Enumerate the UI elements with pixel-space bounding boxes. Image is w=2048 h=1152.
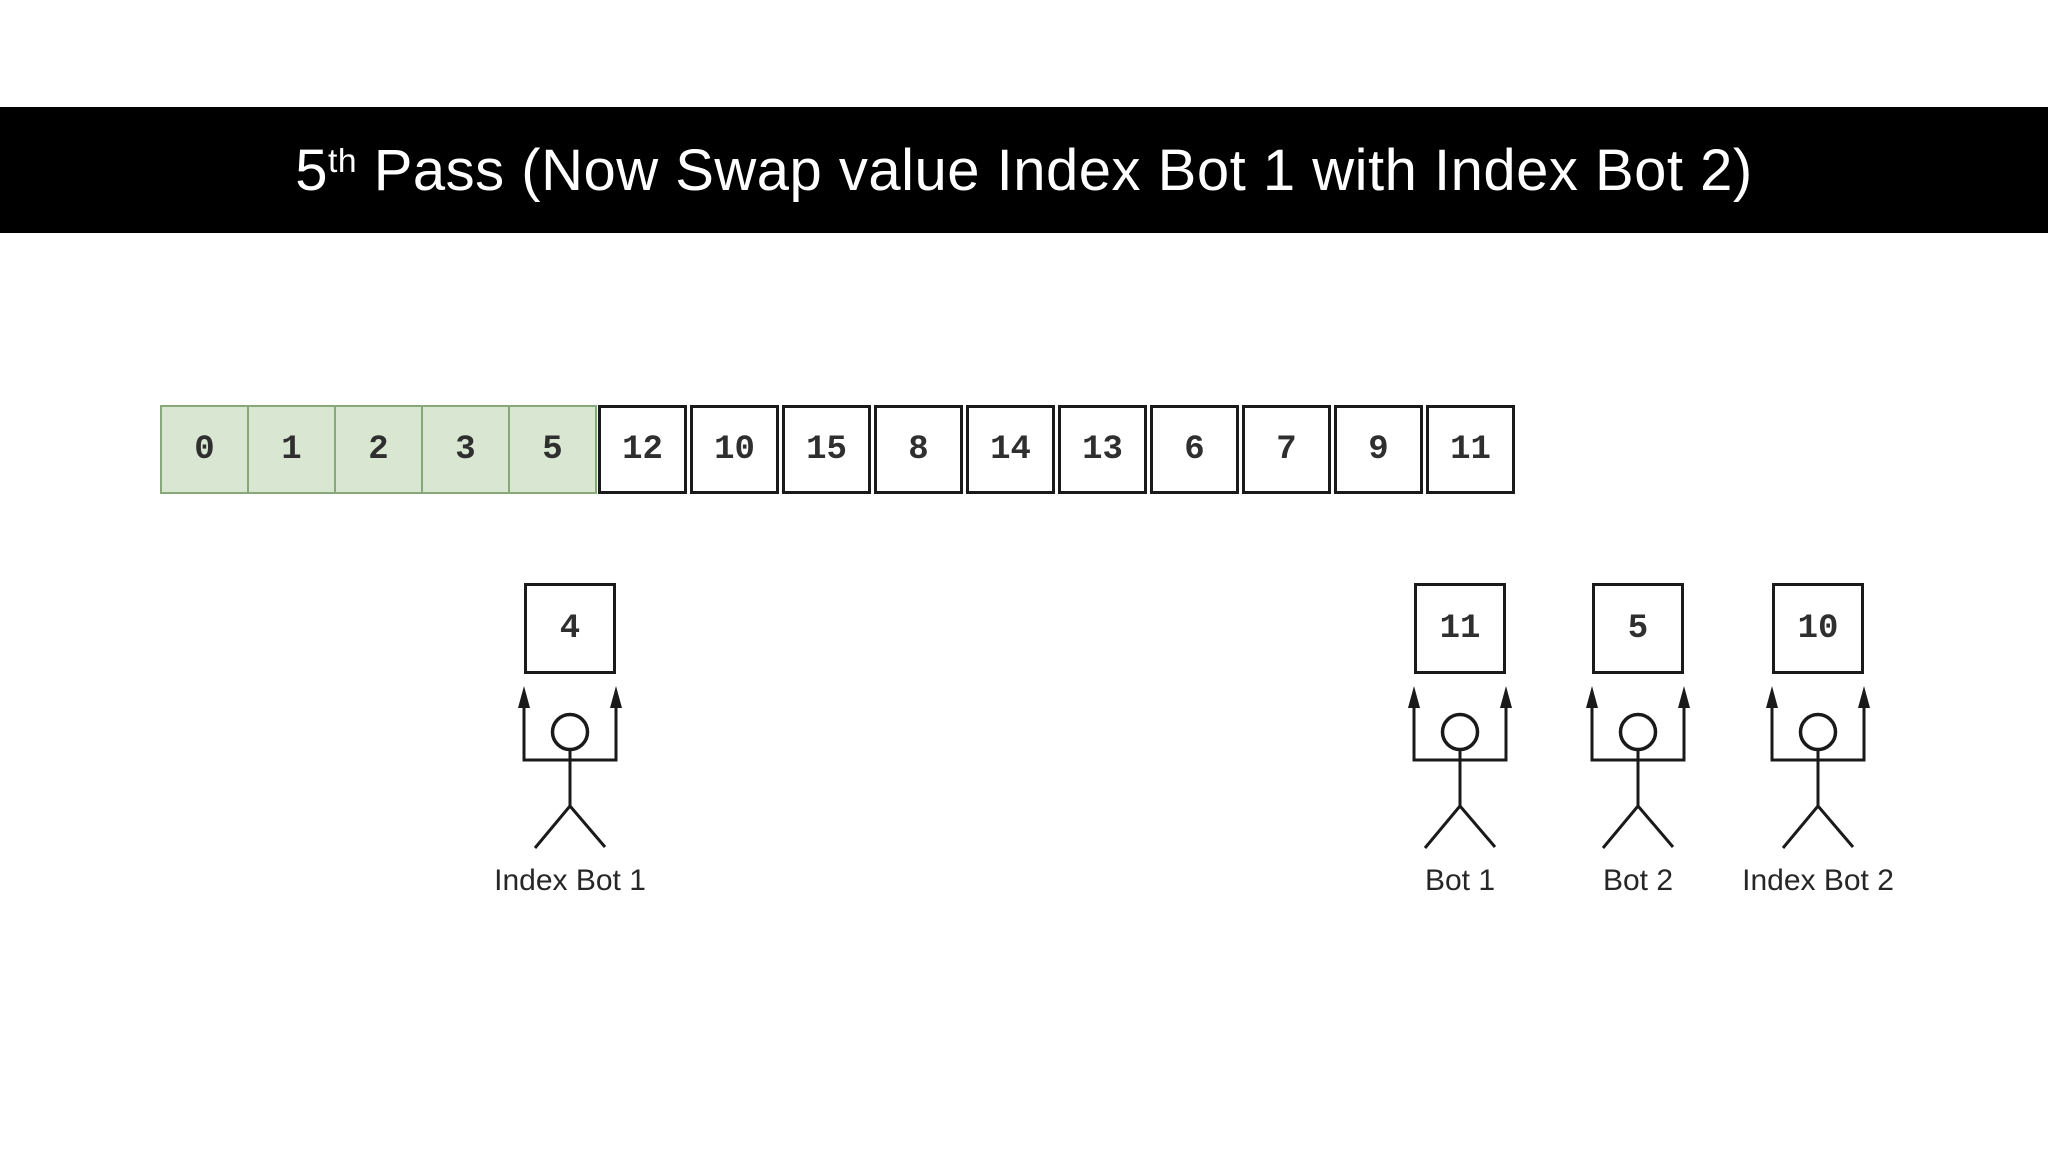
array-cell: 0 <box>160 405 249 494</box>
held-value-box: 4 <box>524 583 616 674</box>
array-row: 0 1 2 3 5 12 10 15 8 14 13 6 7 9 11 <box>160 405 1515 494</box>
held-value: 5 <box>1627 609 1649 648</box>
title-text: Pass (Now Swap value Index Bot 1 with In… <box>357 137 1753 203</box>
arrow-up-icon <box>1500 686 1512 708</box>
array-cell-value: 11 <box>1450 430 1491 469</box>
arrow-up-icon <box>1678 686 1690 708</box>
held-value: 4 <box>559 609 581 648</box>
arrow-up-icon <box>518 686 530 708</box>
bot-label: Bot 2 <box>1602 864 1674 897</box>
held-value-box: 5 <box>1592 583 1684 674</box>
array-cell: 10 <box>690 405 779 494</box>
held-value: 10 <box>1797 609 1839 648</box>
array-cell-value: 0 <box>194 430 215 469</box>
array-cell-value: 14 <box>990 430 1031 469</box>
bot-figure-icon <box>1586 686 1690 849</box>
held-value: 11 <box>1439 609 1481 648</box>
bot-figure-icon <box>518 686 622 849</box>
bot-label: Bot 1 <box>1424 864 1496 897</box>
array-cell: 14 <box>966 405 1055 494</box>
array-cell: 7 <box>1242 405 1331 494</box>
bot-label: Index Bot 2 <box>1742 864 1894 897</box>
arrow-up-icon <box>1586 686 1598 708</box>
array-cell-value: 2 <box>368 430 389 469</box>
bot-figure-icon <box>1766 686 1870 849</box>
array-cell-value: 13 <box>1082 430 1123 469</box>
array-cell: 13 <box>1058 405 1147 494</box>
title-pass-number: 5 <box>295 137 329 203</box>
array-cell-value: 8 <box>908 430 929 469</box>
arrow-up-icon <box>610 686 622 708</box>
array-cell: 1 <box>247 405 336 494</box>
array-cell-value: 15 <box>806 430 847 469</box>
held-value-box: 11 <box>1414 583 1506 674</box>
array-cell-value: 12 <box>622 430 663 469</box>
bot-group-index-bot-1: 4 Index Bot 1 <box>494 583 646 903</box>
array-cell: 9 <box>1334 405 1423 494</box>
arrow-up-icon <box>1766 686 1778 708</box>
array-cell: 5 <box>508 405 597 494</box>
array-cell-value: 7 <box>1276 430 1297 469</box>
bot-group-bot-2: 5 Bot 2 <box>1585 583 1691 903</box>
array-cell-value: 9 <box>1368 430 1389 469</box>
arrow-up-icon <box>1858 686 1870 708</box>
bot-group-bot-1: 11 Bot 1 <box>1407 583 1513 903</box>
bot-label: Index Bot 1 <box>494 864 646 897</box>
array-cell: 12 <box>598 405 687 494</box>
array-cell-value: 6 <box>1184 430 1205 469</box>
array-cell: 6 <box>1150 405 1239 494</box>
slide-title: 5th Pass (Now Swap value Index Bot 1 wit… <box>295 137 1752 204</box>
bot-group-index-bot-2: 10 Index Bot 2 <box>1742 583 1894 903</box>
title-banner: 5th Pass (Now Swap value Index Bot 1 wit… <box>0 107 2048 233</box>
array-cell-value: 3 <box>455 430 476 469</box>
array-cell: 11 <box>1426 405 1515 494</box>
bot-figure-icon <box>1408 686 1512 849</box>
array-cell: 8 <box>874 405 963 494</box>
array-cell: 15 <box>782 405 871 494</box>
held-value-box: 10 <box>1772 583 1864 674</box>
array-cell: 3 <box>421 405 510 494</box>
arrow-up-icon <box>1408 686 1420 708</box>
array-cell-value: 1 <box>281 430 302 469</box>
title-ordinal-suffix: th <box>328 143 358 181</box>
array-cell: 2 <box>334 405 423 494</box>
array-cell-value: 10 <box>714 430 755 469</box>
array-cell-value: 5 <box>542 430 563 469</box>
